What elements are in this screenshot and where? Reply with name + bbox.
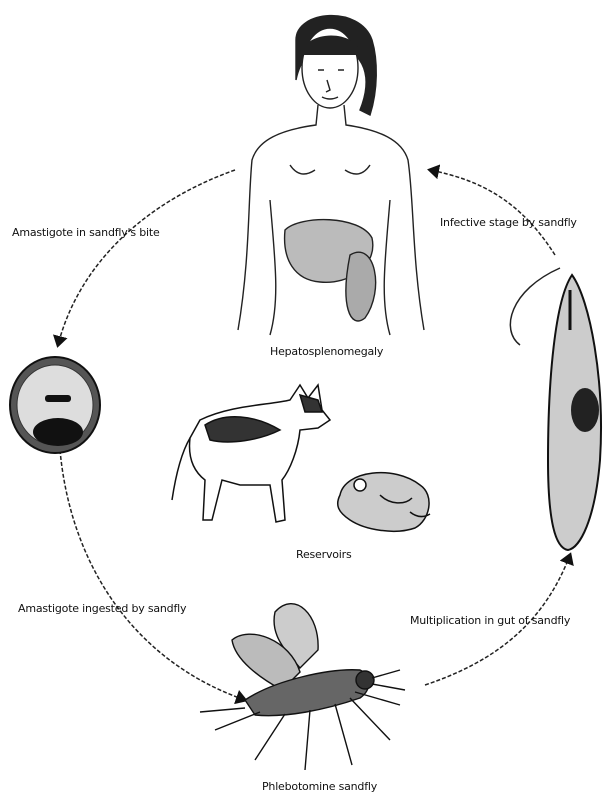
label-multiplication: Multiplication in gut of sandfly [410,614,570,627]
arrow-human-to-amastigote [58,170,235,345]
label-host-stage: Amastigote in sandfly's bite [12,226,160,239]
arrow-promastigote-to-human [430,170,555,255]
dog-icon [172,385,330,522]
label-vector: Phlebotomine sandfly [262,780,377,793]
amastigote-cell-icon [10,357,100,453]
rodent-icon [338,473,430,532]
human-figure-icon [238,16,424,335]
sandfly-icon [200,604,405,770]
label-sandfly-ingests: Amastigote ingested by sandfly [18,602,186,615]
label-reservoir: Reservoirs [296,548,352,561]
label-human-caption: Hepatosplenomegaly [270,345,383,358]
promastigote-cell-icon [510,268,601,550]
label-infective-stage: Infective stage by sandfly [440,216,577,229]
